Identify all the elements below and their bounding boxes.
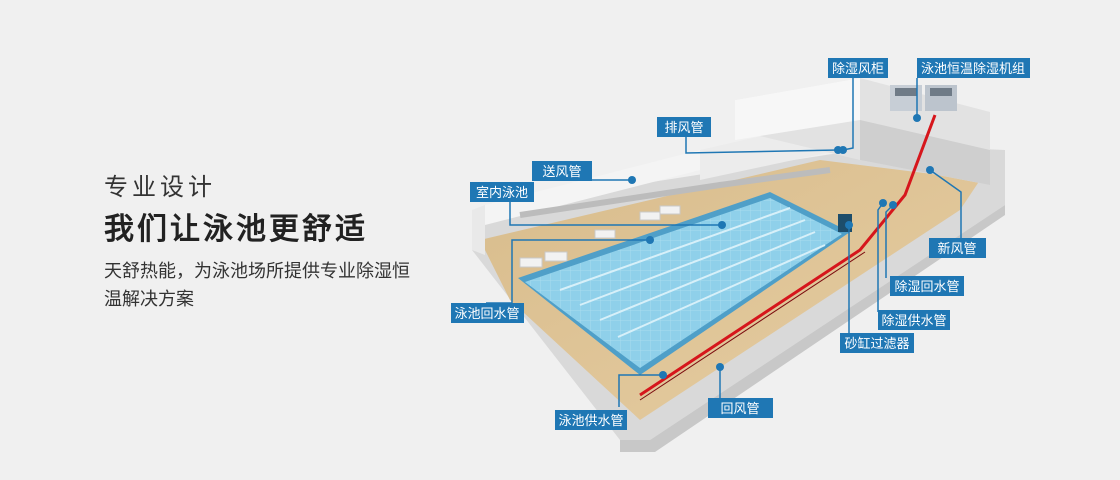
hot-water-pipe: [639, 114, 937, 397]
label-dehumid-return-text: 除湿回水管: [894, 280, 959, 295]
callout-label-supply-air: 送风管: [532, 161, 592, 181]
callout-label-dehumid-supply: 除湿供水管: [878, 310, 950, 330]
label-indoor-pool-text: 室内泳池: [476, 185, 528, 201]
callout-label-pool-supply: 泳池供水管: [555, 410, 627, 430]
label-sand-filter-text: 砂缸过滤器: [844, 336, 909, 352]
supply-air-duct: [519, 167, 831, 218]
label-dehumid-supply-text: 除湿供水管: [881, 314, 946, 329]
label-unit-text: 泳池恒温除湿机组: [921, 62, 1025, 77]
hero-subtitle: 专业设计: [104, 173, 216, 201]
label-return-air-text: 回风管: [720, 402, 759, 417]
label-pool-return-text: 泳池回水管: [454, 307, 519, 322]
callout-label-fresh-air: 新风管: [929, 238, 986, 258]
hero-headline: 我们让泳池更舒适: [104, 212, 368, 247]
label-pool-supply-text: 泳池供水管: [558, 414, 623, 429]
hero-text: 专业设计 我们让泳池更舒适 天舒热能，为泳池场所提供专业除湿恒温解决方案: [104, 170, 414, 314]
callout-dots: [628, 114, 934, 379]
callout-label-dehumid-return: 除湿回水管: [890, 276, 964, 296]
callout-label-sand-filter: 砂缸过滤器: [840, 333, 914, 353]
pool-lane-lines: [559, 207, 826, 338]
callout-label-indoor-pool: 室内泳池: [470, 182, 534, 202]
pool-water: [525, 198, 842, 368]
label-fresh-air-text: 新风管: [937, 241, 976, 257]
callout-label-cabinet: 除湿风柜: [828, 58, 888, 78]
callout-label-unit: 泳池恒温除湿机组: [917, 58, 1030, 78]
callout-label-exhaust: 排风管: [657, 117, 711, 137]
callout-label-return-air: 回风管: [708, 398, 773, 418]
label-exhaust-text: 排风管: [664, 121, 703, 136]
label-supply-air-text: 送风管: [542, 165, 581, 180]
hero-description: 天舒热能，为泳池场所提供专业除湿恒温解决方案: [104, 261, 410, 310]
label-cabinet-text: 除湿风柜: [832, 62, 884, 77]
building-model: [472, 78, 1005, 452]
callout-label-pool-return: 泳池回水管: [451, 303, 524, 323]
